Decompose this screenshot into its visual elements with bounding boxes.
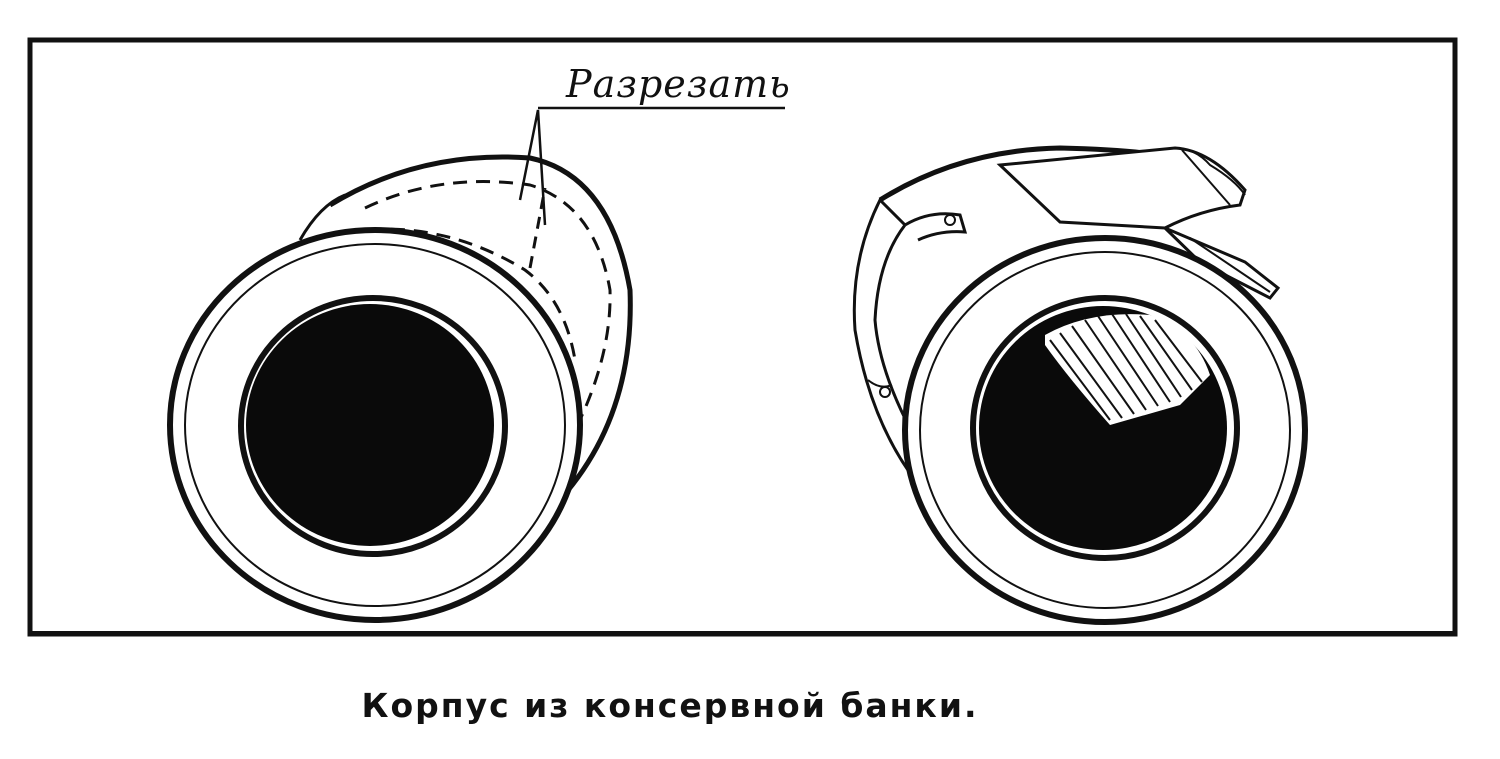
can-cut [852, 145, 1308, 625]
can-uncut [167, 106, 785, 623]
leader-line [518, 109, 547, 226]
figure-caption: Корпус из консервной банки. [361, 686, 979, 725]
can-opening [246, 304, 494, 546]
frame [27, 37, 1458, 637]
cut-flap [996, 146, 1247, 230]
cut-line-upper [364, 180, 612, 441]
cut-window [1045, 314, 1210, 425]
cut-label: Разрезать [566, 62, 791, 106]
